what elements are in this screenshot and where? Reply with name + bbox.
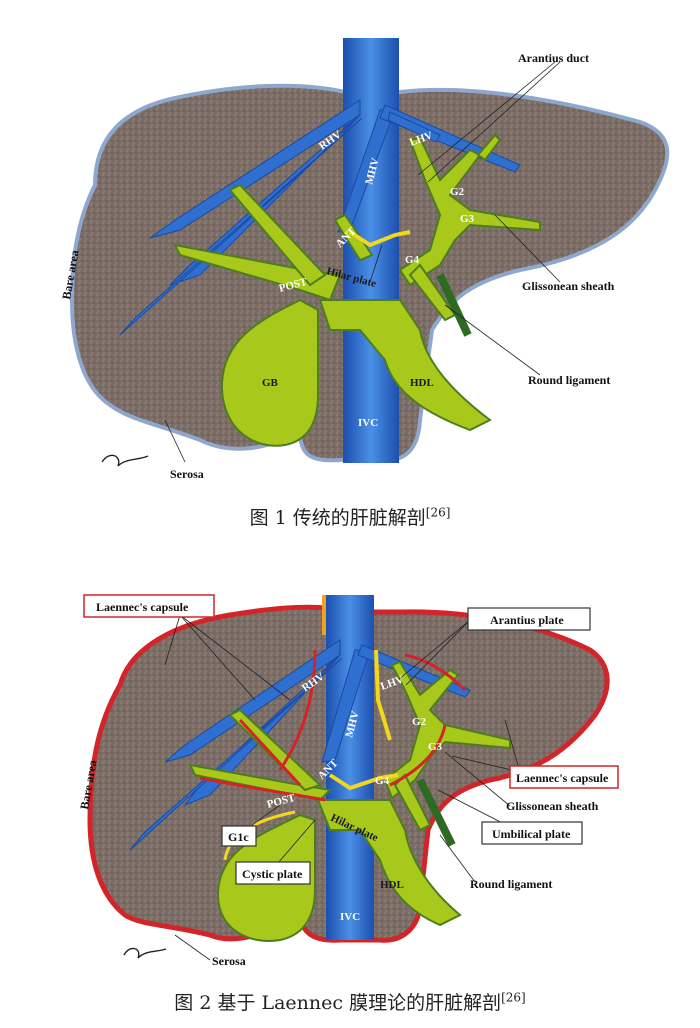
label-g3: G3 [460,213,475,225]
label-g4: G4 [375,775,390,787]
laennec-capsule-box-right [509,765,619,789]
label-g3: G3 [428,741,443,753]
ivc-vessel [343,38,399,463]
label-hdl: HDL [380,879,404,891]
label-gb: GB [262,377,279,389]
figure-1-caption-text: 图 1 传统的肝脏解剖 [249,507,426,529]
artist-signature [123,947,167,959]
figure-1-caption: 图 1 传统的肝脏解剖[26] [0,503,700,530]
umbilical-plate-box [481,821,583,845]
label-serosa: Serosa [212,954,246,968]
label-round-ligament: Round ligament [528,373,610,387]
leader-lines [164,61,561,463]
arantius-plate-box [467,607,591,631]
hilar-plate [348,230,411,248]
round-ligament [436,273,472,337]
label-serosa: Serosa [170,467,204,481]
laennec-capsule-inner [199,649,467,802]
hepatic-veins [129,639,471,851]
label-g2: G2 [412,716,427,728]
cystic-plate-box [235,861,311,885]
g1c-box [221,825,257,847]
figure-2-caption-ref: [26] [501,990,526,1005]
label-glissonean-sheath: Glissonean sheath [506,799,599,813]
arantius-plate [374,649,392,741]
round-ligament [416,778,456,847]
figure-1-diagram: Arantius duct RHV MHV LHV G2 G3 G4 ANT P… [59,38,670,481]
figure-2-caption-text: 图 2 基于 Laennec 膜理论的肝脏解剖 [174,992,502,1014]
label-cystic-plate: Cystic plate [242,867,303,881]
label-umbilical-plate: Umbilical plate [492,827,571,841]
label-laennec-capsule-top: Laennec's capsule [96,600,189,614]
figure-2-caption: 图 2 基于 Laennec 膜理论的肝脏解剖[26] [0,988,700,1015]
artist-signature [101,454,149,467]
label-g2: G2 [450,186,465,198]
label-g1c: G1c [228,830,249,844]
label-ivc: IVC [358,417,378,429]
label-g4: G4 [405,254,420,266]
label-arantius-duct: Arantius duct [518,51,589,65]
label-round-ligament: Round ligament [470,877,552,891]
label-glissonean-sheath: Glissonean sheath [522,279,615,293]
glissonean-pedicles [173,133,541,447]
label-arantius-plate: Arantius plate [490,613,564,627]
figure-1-caption-ref: [26] [425,505,451,520]
laennec-capsule-box-top [83,594,215,618]
figure-2-diagram: Laennec's capsule Arantius plate RHV MHV… [77,594,619,968]
hilar-plate [328,773,399,791]
label-ivc: IVC [340,911,360,923]
label-hdl: HDL [410,377,434,389]
ivc-capsule-edge [322,595,326,635]
label-laennec-capsule-right: Laennec's capsule [516,771,609,785]
